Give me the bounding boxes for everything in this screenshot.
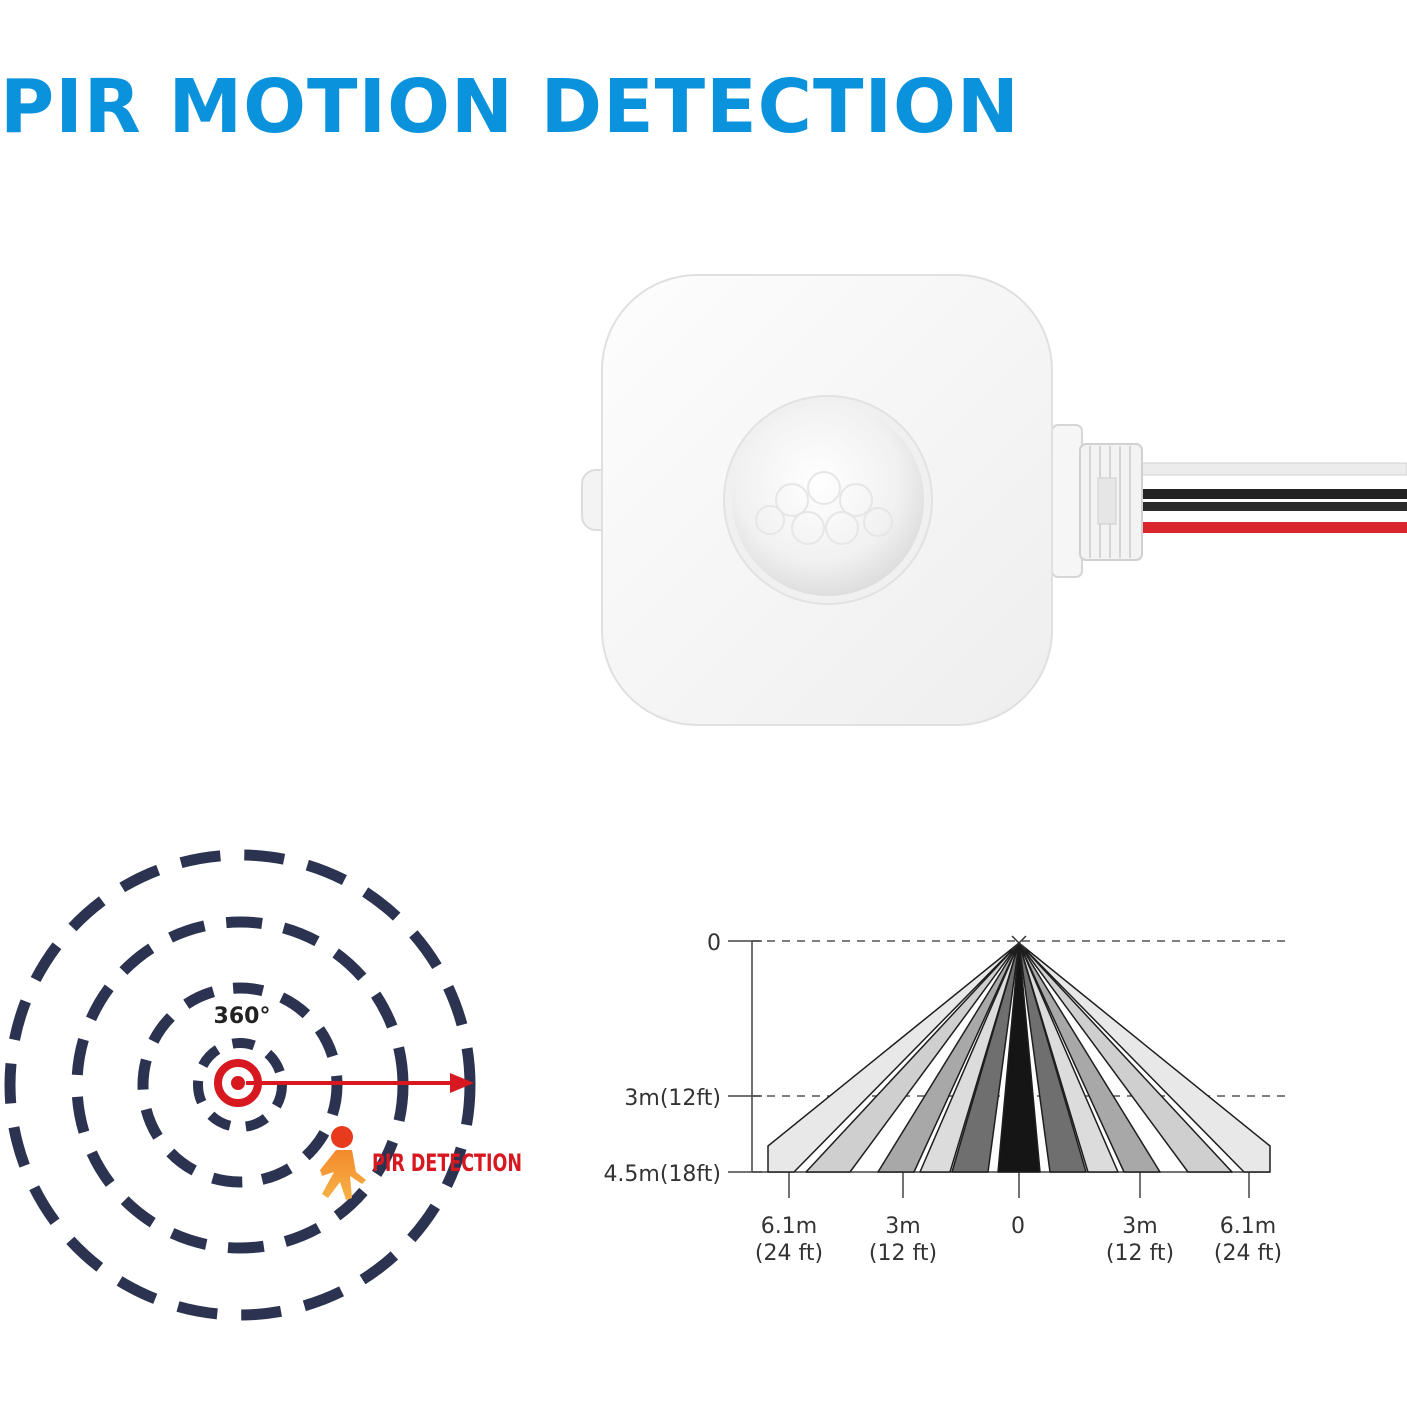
height-label-4-5m: 4.5m(18ft) (603, 1162, 721, 1187)
pir-sensor-device (581, 274, 1407, 726)
detection-zones (767, 942, 1271, 1173)
lens-facets (755, 471, 893, 545)
wire-bundle (1139, 462, 1407, 533)
distance-label-right-near: 3m (1122, 1214, 1157, 1239)
black-wire-2 (1140, 502, 1407, 511)
cable-connector (1051, 424, 1143, 578)
red-wire (1140, 522, 1407, 533)
walking-person-icon (320, 1126, 366, 1200)
sensor-origin-mark (1011, 935, 1027, 951)
distance-label-right-far-ft: (24 ft) (1214, 1241, 1282, 1266)
detection-arrow (246, 1073, 474, 1093)
distance-label-left-near-ft: (12 ft) (869, 1241, 937, 1266)
height-label-3m: 3m(12ft) (624, 1086, 721, 1111)
page-title: PIR MOTION DETECTION (0, 64, 1020, 150)
distance-label-center: 0 (1011, 1214, 1025, 1239)
distance-label-left-far-ft: (24 ft) (755, 1241, 823, 1266)
white-wire (1139, 462, 1407, 476)
range-ring-outer (4, 849, 476, 1321)
black-wire-1 (1140, 489, 1407, 499)
height-label-0: 0 (707, 931, 721, 956)
pir-detection-label: PIR DETECTION (372, 1149, 522, 1177)
side-view-coverage-diagram: 0 3m(12ft) 4.5m(18ft) 6.1m (24 ft) 3m (1… (603, 931, 1290, 1266)
angle-label: 360° (214, 1004, 271, 1029)
distance-label-left-far: 6.1m (761, 1214, 817, 1239)
radial-detection-diagram: 360° PIR DETECTION (4, 849, 522, 1321)
pir-lens (732, 404, 924, 596)
distance-label-right-near-ft: (12 ft) (1106, 1241, 1174, 1266)
distance-label-left-near: 3m (885, 1214, 920, 1239)
distance-label-right-far: 6.1m (1220, 1214, 1276, 1239)
